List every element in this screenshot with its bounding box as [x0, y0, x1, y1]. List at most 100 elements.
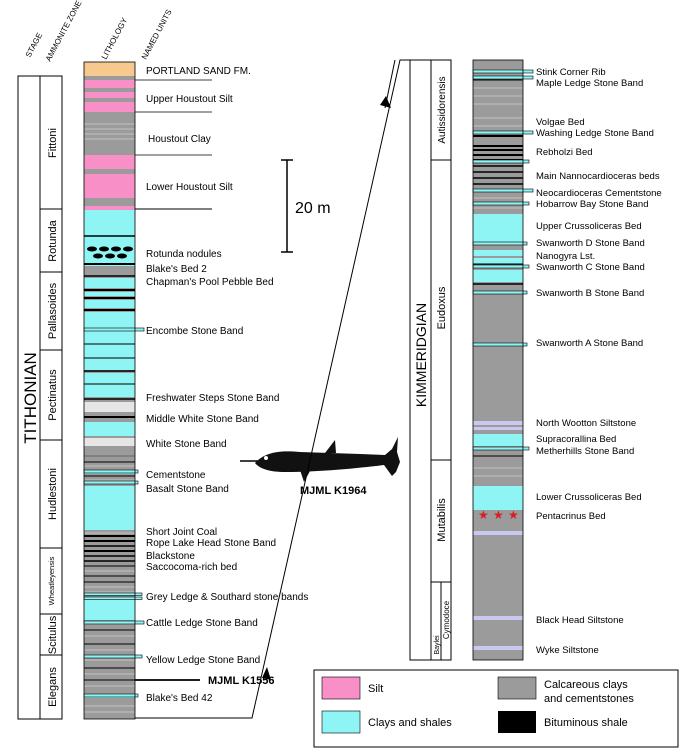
unit-yellow-ledge: Yellow Ledge Stone Band: [146, 655, 260, 666]
bed-siltstone: [473, 646, 523, 650]
bed-siltstone: [473, 616, 523, 620]
unit-encombe: Encombe Stone Band: [146, 326, 243, 337]
fish-fossil-illustration: [240, 437, 400, 482]
legend-label-calc: Calcareous clays and cementstones: [544, 679, 634, 705]
unit-blackstone: Blackstone: [146, 551, 195, 562]
unit-main-nannocardioceras: Main Nannocardioceras beds: [536, 171, 660, 182]
left-section: STAGE AMMONITE ZONE LITHOLOGY NAMED UNIT…: [17, 0, 308, 720]
legend-swatch-calc: [497, 676, 537, 700]
unit-houstout-clay: Houstout Clay: [148, 134, 211, 145]
unit-swanworth-b: Swanworth B Stone Band: [536, 288, 644, 299]
header-units: NAMED UNITS: [140, 8, 174, 61]
rotunda-nodules-symbols: [87, 246, 133, 259]
right-unit-labels: Stink Corner Rib Maple Ledge Stone Band …: [536, 67, 662, 656]
unit-nanogyra: Nanogyra Lst.: [536, 251, 595, 262]
zone-elegans: Elegans: [47, 667, 59, 707]
bed-siltstone: [473, 531, 523, 535]
unit-rotunda-nodules: Rotunda nodules: [146, 249, 222, 260]
zone-scitulus: Scitulus: [47, 615, 59, 654]
pentacrinus-stars: ★ ★ ★: [478, 508, 519, 522]
bed-silt: [84, 206, 135, 210]
legend-label-calc-line2: and cementstones: [544, 693, 634, 705]
right-lithology-column: ★ ★ ★: [472, 59, 534, 661]
bed-clay: [84, 598, 135, 620]
legend-label-bitum: Bituminous shale: [544, 717, 628, 729]
unit-rope-lake-head: Rope Lake Head Stone Band: [146, 538, 276, 549]
unit-maple-ledge: Maple Ledge Stone Band: [536, 78, 643, 89]
bed-clay: [473, 270, 523, 282]
header-zone: AMMONITE ZONE: [44, 0, 84, 63]
unit-grey-ledge: Grey Ledge & Southard stone bands: [146, 592, 308, 603]
bed-clay: [84, 422, 135, 436]
right-section: KIMMERIDGIAN Autissidorensis Eudoxus Mut…: [409, 59, 662, 661]
unit-basalt: Basalt Stone Band: [146, 484, 229, 495]
stage-label-kimmeridgian: KIMMERIDGIAN: [413, 303, 429, 407]
zone-autissidorensis: Autissidorensis: [437, 76, 448, 143]
zone-cymodoce: Cymodoce: [442, 600, 451, 639]
scale-label: 20 m: [295, 200, 331, 217]
left-band-markers: [83, 327, 145, 698]
bed-silt: [84, 174, 135, 198]
unit-blakes-bed-2: Blake's Bed 2: [146, 264, 207, 275]
bed-silt: [84, 102, 135, 112]
bitum-lines: [84, 235, 135, 681]
unit-chapmans-pool: Chapman's Pool Pebble Bed: [146, 277, 274, 288]
bed-clay: [84, 292, 135, 296]
zone-pallasoides: Pallasoides: [47, 282, 59, 339]
unit-hobarrow-bay: Hobarrow Bay Stone Band: [536, 199, 648, 210]
unit-cementstone: Cementstone: [146, 470, 206, 481]
unit-washing-ledge: Washing Ledge Stone Band: [536, 128, 654, 139]
unit-short-joint-coal: Short Joint Coal: [146, 527, 217, 538]
unit-swanworth-d: Swanworth D Stone Band: [536, 238, 645, 249]
header-stage: STAGE: [24, 31, 44, 59]
bed-clay: [84, 278, 135, 288]
bed-clay: [84, 486, 135, 530]
bed-siltstone: [473, 421, 523, 425]
star-symbol: ★: [508, 508, 519, 522]
right-zone-dividers: [431, 159, 451, 660]
bed-silt: [84, 80, 135, 88]
arrow-up: [262, 667, 271, 680]
unit-supracorallina: Supracorallina Bed: [536, 434, 616, 445]
legend-label-silt: Silt: [368, 683, 383, 695]
specimen-label-1: MJML K1964: [300, 485, 367, 497]
left-lithology-column: [83, 61, 145, 720]
unit-upper-houstout-silt: Upper Houstout Silt: [146, 94, 233, 105]
unit-swanworth-a: Swanworth A Stone Band: [536, 338, 643, 349]
unit-north-wootton: North Wootton Siltstone: [536, 418, 636, 429]
right-lithology-outline: [472, 59, 524, 661]
bed-clay: [473, 214, 523, 244]
specimen-label-2: MJML K1556: [208, 675, 274, 687]
unit-neocardioceras: Neocardioceras Cementstone: [536, 188, 662, 199]
legend-label-clay: Clays and shales: [368, 717, 452, 729]
unit-freshwater-steps: Freshwater Steps Stone Band: [146, 393, 279, 404]
legend-label-calc-line1: Calcareous clays: [544, 679, 628, 691]
left-unit-labels: PORTLAND SAND FM. Upper Houstout Silt Ho…: [146, 66, 308, 704]
unit-portland-sand: PORTLAND SAND FM.: [146, 66, 251, 77]
unit-cattle-ledge: Cattle Ledge Stone Band: [146, 618, 258, 629]
unit-black-head: Black Head Siltstone: [536, 615, 624, 626]
unit-lower-houstout-silt: Lower Houstout Silt: [146, 182, 233, 193]
unit-lower-crussoliceras: Lower Crussoliceras Bed: [536, 492, 642, 503]
legend-swatch-clay: [321, 710, 361, 734]
right-zone-box: [430, 59, 452, 661]
zone-box: [39, 75, 63, 720]
unit-blakes-bed-42: Blake's Bed 42: [146, 693, 213, 704]
unit-upper-crussoliceras: Upper Crussoliceras Bed: [536, 221, 642, 232]
bed-silt: [84, 92, 135, 98]
unit-volgae: Volgae Bed: [536, 117, 585, 128]
unit-middle-white: Middle White Stone Band: [146, 414, 259, 425]
legend-swatch-bitum: [498, 711, 536, 733]
zone-rotunda: Rotunda: [47, 219, 59, 261]
header-lithology: LITHOLOGY: [100, 16, 130, 61]
legend-box: [313, 669, 679, 748]
bed-clay: [473, 250, 523, 256]
zone-dividers: [40, 208, 62, 656]
bed-white-stone: [84, 402, 135, 412]
right-band-markers: [472, 69, 534, 451]
star-symbol: ★: [478, 508, 489, 522]
zone-hudlestoni: Hudlestoni: [47, 468, 59, 520]
zone-pectinatus: Pectinatus: [47, 369, 59, 421]
bed-clay: [473, 258, 523, 264]
